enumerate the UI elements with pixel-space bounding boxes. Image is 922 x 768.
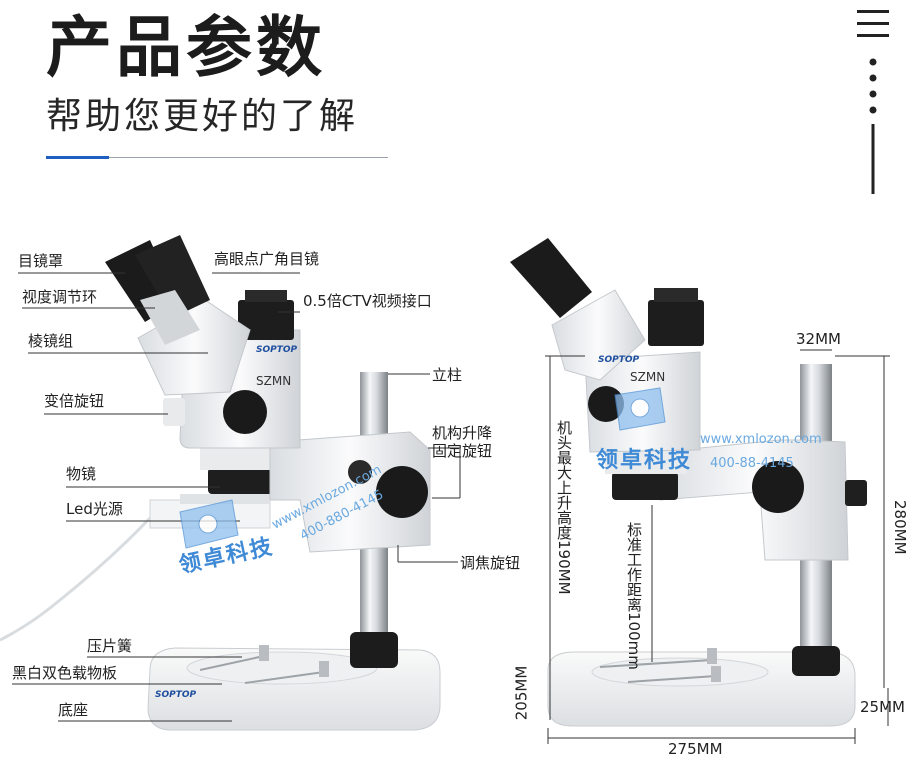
dim-base-width: 275MM [668, 740, 723, 758]
label-lift-lock: 机构升降 [432, 424, 493, 442]
label-prism-group: 棱镜组 [28, 332, 74, 350]
right-dimension-lines [545, 349, 890, 744]
dim-total-height: 280MM [891, 500, 909, 555]
page-subtitle: 帮助您更好的了解 [46, 96, 359, 137]
label-lift-lock-2: 固定旋钮 [432, 442, 493, 460]
left-leader-lines [12, 272, 461, 722]
watermark-phone-right: 400-88-4145 [710, 456, 794, 471]
label-high-eyepoint: 高眼点广角目镜 [214, 250, 320, 268]
watermark-emblem-left [179, 499, 239, 549]
label-led-light: Led光源 [66, 500, 123, 518]
dim-base-height: 25MM [860, 698, 905, 716]
right-model-text: SZMN [630, 370, 666, 384]
left-model-text: SZMN [256, 374, 292, 388]
label-objective: 物镜 [66, 465, 97, 483]
left-microscope: SOPTOP [0, 235, 441, 731]
label-stage-clip: 压片簧 [87, 637, 133, 655]
dim-working-distance: 标准工作距离100mm [625, 522, 643, 670]
page-title: 产品参数 [46, 9, 326, 86]
label-zoom-knob: 变倍旋钮 [44, 392, 105, 410]
dim-base-depth: 205MM [512, 665, 531, 721]
dim-max-head-height: 机头最大上升高度190MM [555, 420, 573, 595]
watermark-url-right: www.xmlozon.com [700, 432, 822, 447]
watermark-emblem-right [614, 387, 666, 431]
dim-pillar-diameter: 32MM [796, 330, 841, 348]
base-brand-logo: SOPTOP [155, 690, 197, 700]
right-brand-logo: SOPTOP [598, 355, 640, 365]
right-microscope: SOPTOP [510, 238, 867, 727]
label-pillar: 立柱 [432, 366, 463, 384]
label-ctv-port: 0.5倍CTV视频接口 [303, 292, 432, 310]
watermark-name-right: 领卓科技 [596, 448, 693, 473]
label-stage-plate: 黑白双色载物板 [12, 664, 118, 682]
title-divider-accent [46, 156, 109, 159]
label-eyepiece-cup: 目镜罩 [18, 252, 64, 270]
title-divider [46, 157, 388, 158]
label-focus-knob: 调焦旋钮 [460, 554, 521, 572]
label-base: 底座 [58, 701, 89, 719]
left-brand-logo: SOPTOP [256, 345, 298, 355]
label-diopter-ring: 视度调节环 [22, 288, 98, 306]
hamburger-icon[interactable] [855, 8, 891, 198]
